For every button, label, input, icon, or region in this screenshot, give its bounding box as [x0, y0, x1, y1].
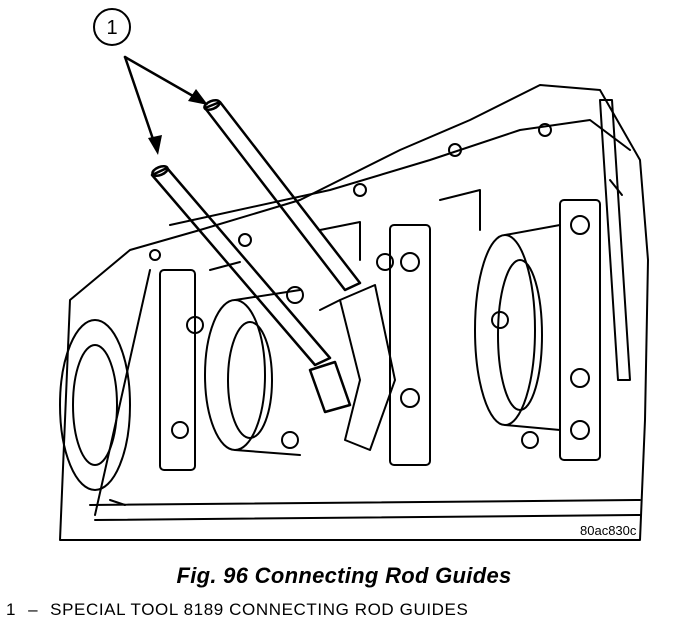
main-bearing-caps	[159, 199, 601, 471]
legend-item-number: 1	[6, 600, 17, 619]
legend-item-text: SPECIAL TOOL 8189 CONNECTING ROD GUIDES	[50, 600, 469, 619]
callout-label: 1	[106, 17, 117, 39]
arrowheads	[148, 89, 208, 155]
guide-rod-2	[150, 166, 332, 367]
engine-block-outline	[59, 84, 649, 541]
image-code: 80ac830c	[580, 523, 637, 538]
block-details	[109, 123, 623, 506]
pan-rail	[89, 499, 641, 506]
bearing-cap-bolts	[171, 215, 590, 449]
connecting-rod	[339, 284, 396, 451]
guide-rod-1	[203, 100, 362, 292]
crankshaft	[204, 224, 561, 456]
guide-rod-tools	[150, 98, 362, 414]
pulley	[59, 319, 131, 491]
figure-caption: Fig. 96 Connecting Rod Guides	[176, 563, 512, 588]
callout-arrows	[123, 55, 202, 147]
callout-circle	[93, 8, 131, 46]
legend: 1–SPECIAL TOOL 8189 CONNECTING ROD GUIDE…	[6, 600, 468, 620]
block-top-edge	[169, 119, 631, 226]
dipstick-tube	[599, 99, 631, 381]
engine-illustration: 1 80ac830c	[59, 8, 649, 541]
legend-item-dash: –	[28, 600, 39, 619]
